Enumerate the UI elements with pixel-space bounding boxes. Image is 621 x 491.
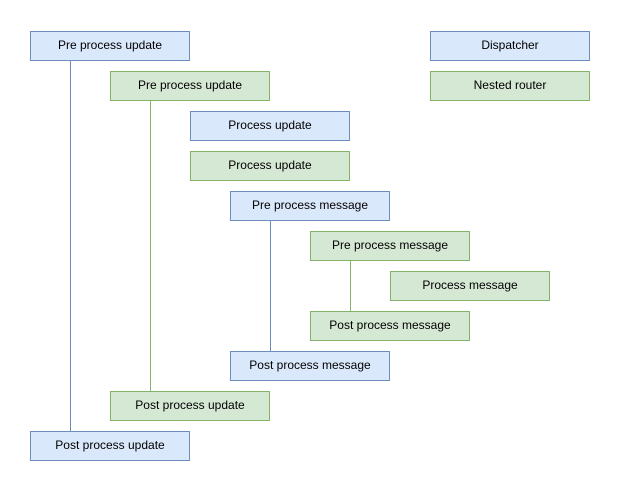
node-pre-process-update[interactable]: Pre process update xyxy=(30,31,190,61)
node-post-process-message[interactable]: Post process message xyxy=(230,351,390,381)
legend-item-dispatcher[interactable]: Dispatcher xyxy=(430,31,590,61)
node-process-message[interactable]: Process message xyxy=(390,271,550,301)
legend-item-nested-router[interactable]: Nested router xyxy=(430,71,590,101)
node-post-process-message[interactable]: Post process message xyxy=(310,311,470,341)
node-post-process-update[interactable]: Post process update xyxy=(30,431,190,461)
connector-line xyxy=(270,221,271,351)
node-pre-process-message[interactable]: Pre process message xyxy=(230,191,390,221)
node-pre-process-update[interactable]: Pre process update xyxy=(110,71,270,101)
connector-line xyxy=(150,101,151,391)
connector-line xyxy=(70,61,71,431)
connector-line xyxy=(350,261,351,311)
node-pre-process-message[interactable]: Pre process message xyxy=(310,231,470,261)
node-process-update[interactable]: Process update xyxy=(190,111,350,141)
node-process-update[interactable]: Process update xyxy=(190,151,350,181)
node-post-process-update[interactable]: Post process update xyxy=(110,391,270,421)
